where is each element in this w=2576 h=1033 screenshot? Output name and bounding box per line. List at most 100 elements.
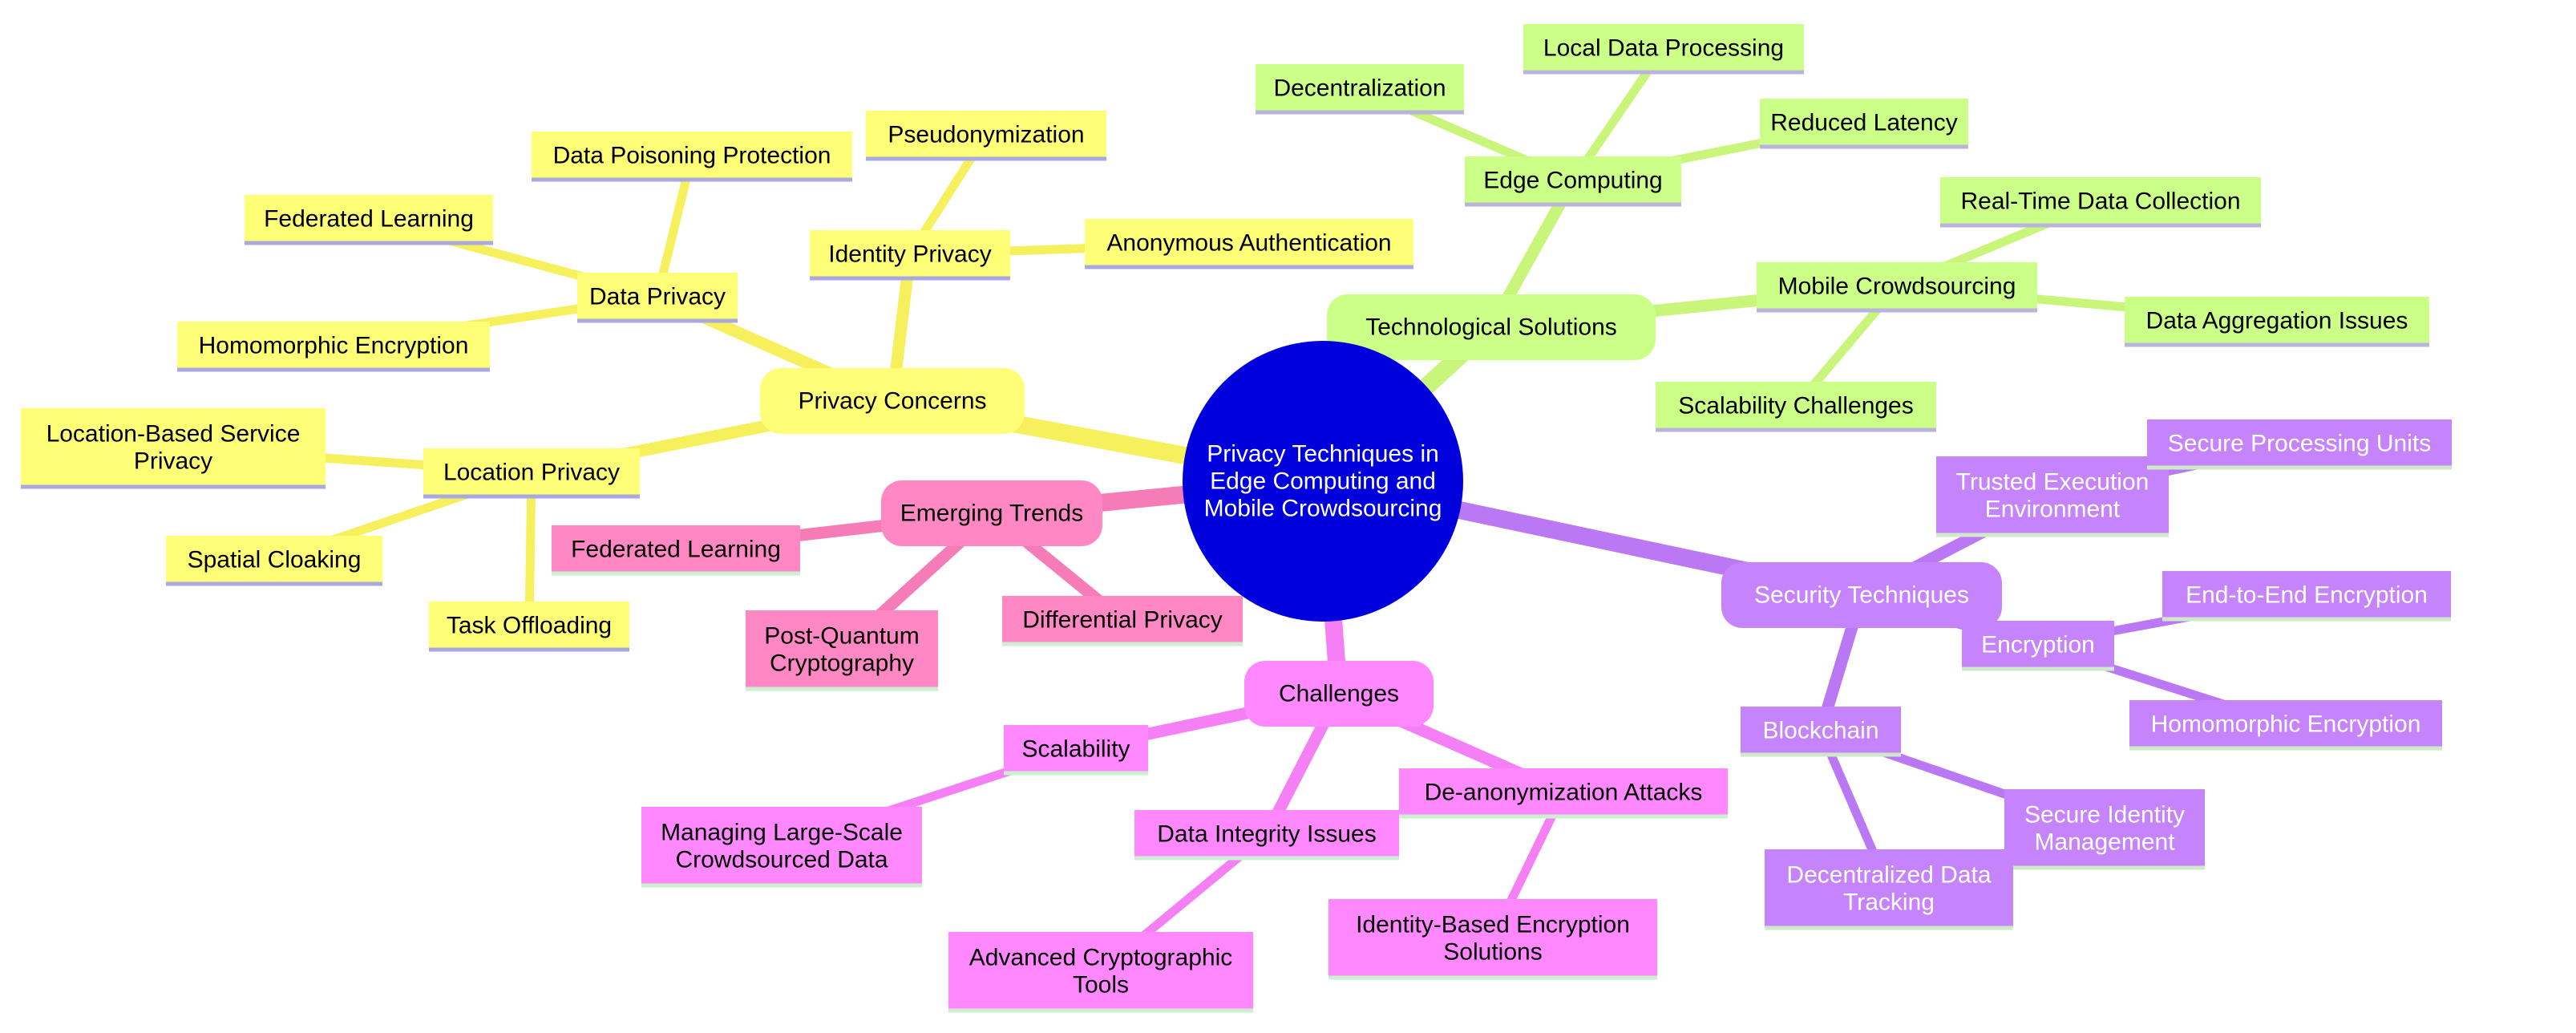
- node-label-homomorphic-encryption-privacy: Homomorphic Encryption: [199, 333, 469, 359]
- node-tech: Technological Solutions: [1327, 294, 1656, 360]
- node-shape-homomorphic-encryption-security: [2129, 700, 2442, 748]
- node-shape-challenges: [1244, 661, 1434, 727]
- node-shape-scalability: [1004, 725, 1148, 773]
- node-label-real-time-data-collection: Real-Time Data Collection: [1960, 188, 2240, 215]
- node-label-post-quantum: Post-Quantum: [764, 623, 919, 650]
- node-shape-identity-privacy: [810, 230, 1010, 278]
- node-identity-privacy: Identity Privacy: [810, 230, 1010, 281]
- node-label-challenges: Challenges: [1279, 681, 1399, 707]
- node-shape-trends: [881, 480, 1102, 546]
- node-shape-encryption: [1962, 621, 2114, 669]
- node-federated-learning-trend: Federated Learning: [552, 525, 800, 576]
- node-shape-real-time-data-collection: [1940, 177, 2261, 225]
- node-label-location-privacy: Location Privacy: [443, 460, 620, 486]
- node-shape-secure-identity-management: [2004, 789, 2205, 868]
- node-label-end-to-end-encryption: End-to-End Encryption: [2186, 582, 2428, 609]
- node-label-federated-learning-trend: Federated Learning: [571, 537, 781, 563]
- node-label-edge-computing: Edge Computing: [1483, 168, 1662, 194]
- node-label-secure-processing-units: Secure Processing Units: [2168, 431, 2431, 457]
- node-shape-post-quantum: [746, 610, 938, 689]
- node-label-mobile-crowdsourcing: Mobile Crowdsourcing: [1778, 273, 2016, 300]
- node-label-managing-large-scale: Managing Large-Scale: [661, 820, 903, 846]
- node-homomorphic-encryption-privacy: Homomorphic Encryption: [177, 322, 490, 372]
- node-label-spatial-cloaking: Spatial Cloaking: [188, 547, 362, 573]
- node-label-post-quantum: Cryptography: [770, 650, 914, 677]
- node-shape-tee: [1936, 456, 2169, 535]
- node-reduced-latency: Reduced Latency: [1760, 99, 1968, 149]
- node-federated-learning-privacy: Federated Learning: [245, 195, 493, 245]
- node-label-identity-based-encryption: Identity-Based Encryption: [1356, 912, 1630, 938]
- node-label-pseudonymization: Pseudonymization: [888, 122, 1084, 148]
- node-label-reduced-latency: Reduced Latency: [1770, 110, 1958, 136]
- node-shape-differential-privacy: [1002, 596, 1243, 644]
- node-shape-managing-large-scale: [641, 807, 922, 885]
- node-location-privacy: Location Privacy: [423, 448, 640, 499]
- node-label-data-integrity: Data Integrity Issues: [1157, 821, 1376, 848]
- node-shape-edge-computing: [1465, 156, 1681, 205]
- node-shape-decentralized-data-tracking: [1765, 849, 2013, 928]
- node-shape-data-privacy: [577, 273, 738, 321]
- node-secure-processing-units: Secure Processing Units: [2147, 419, 2452, 470]
- node-shape-lbs-privacy: [21, 408, 326, 487]
- node-label-advanced-crypto-tools: Advanced Cryptographic: [969, 945, 1233, 971]
- node-shape-secure-processing-units: [2147, 419, 2452, 468]
- node-shape-homomorphic-encryption-privacy: [177, 322, 490, 370]
- node-label-trends: Emerging Trends: [900, 500, 1083, 527]
- node-label-data-poisoning: Data Poisoning Protection: [553, 143, 831, 169]
- node-label-data-privacy: Data Privacy: [589, 284, 726, 310]
- node-data-aggregation-issues: Data Aggregation Issues: [2125, 297, 2429, 347]
- node-de-anonymization: De-anonymization Attacks: [1399, 768, 1728, 819]
- node-label-security: Security Techniques: [1754, 582, 1969, 609]
- node-shape-pseudonymization: [866, 111, 1106, 159]
- node-label-scalability-challenges: Scalability Challenges: [1678, 393, 1914, 419]
- node-label-privacy: Privacy Concerns: [798, 388, 986, 415]
- node-shape-de-anonymization: [1399, 768, 1728, 816]
- node-label-de-anonymization: De-anonymization Attacks: [1425, 780, 1703, 806]
- node-shape-federated-learning-privacy: [245, 195, 493, 243]
- node-challenges: Challenges: [1244, 661, 1434, 727]
- node-label-tee: Environment: [1985, 496, 2121, 523]
- node-pseudonymization: Pseudonymization: [866, 111, 1106, 161]
- node-label-federated-learning-privacy: Federated Learning: [264, 206, 474, 233]
- node-shape-identity-based-encryption: [1328, 899, 1657, 978]
- node-label-root: Mobile Crowdsourcing: [1204, 496, 1442, 522]
- node-anonymous-authentication: Anonymous Authentication: [1085, 219, 1413, 269]
- node-shape-tech: [1327, 294, 1656, 360]
- node-label-task-offloading: Task Offloading: [447, 613, 612, 639]
- node-label-decentralized-data-tracking: Decentralized Data: [1786, 862, 1991, 889]
- node-label-advanced-crypto-tools: Tools: [1073, 972, 1129, 999]
- node-shape-decentralization: [1256, 64, 1464, 112]
- node-privacy: Privacy Concerns: [760, 368, 1025, 434]
- node-label-secure-identity-management: Management: [2034, 829, 2175, 856]
- node-security: Security Techniques: [1721, 562, 2002, 628]
- node-shape-data-poisoning: [532, 132, 852, 180]
- node-end-to-end-encryption: End-to-End Encryption: [2162, 571, 2451, 622]
- node-shape-data-aggregation-issues: [2125, 297, 2429, 345]
- node-decentralization: Decentralization: [1256, 64, 1464, 115]
- node-shape-mobile-crowdsourcing: [1757, 262, 2037, 310]
- node-label-lbs-privacy: Privacy: [134, 448, 212, 475]
- node-label-blockchain: Blockchain: [1762, 718, 1878, 744]
- node-differential-privacy: Differential Privacy: [1002, 596, 1243, 646]
- nodes-layer: Privacy Concerns Data Privacy Data Poisoni…: [21, 24, 2452, 1013]
- node-shape-security: [1721, 562, 2002, 628]
- node-label-root: Edge Computing and: [1210, 468, 1436, 495]
- node-spatial-cloaking: Spatial Cloaking: [166, 536, 382, 586]
- node-shape-scalability-challenges: [1656, 382, 1936, 430]
- node-label-tech: Technological Solutions: [1365, 314, 1617, 341]
- node-shape-reduced-latency: [1760, 99, 1968, 147]
- node-local-data-processing: Local Data Processing: [1523, 24, 1804, 75]
- node-label-root: Privacy Techniques in: [1207, 441, 1439, 468]
- node-mobile-crowdsourcing: Mobile Crowdsourcing: [1757, 262, 2037, 313]
- node-label-encryption: Encryption: [1981, 632, 2095, 658]
- node-edge-computing: Edge Computing: [1465, 156, 1681, 207]
- node-label-identity-based-encryption: Solutions: [1443, 939, 1542, 966]
- node-label-differential-privacy: Differential Privacy: [1022, 607, 1223, 634]
